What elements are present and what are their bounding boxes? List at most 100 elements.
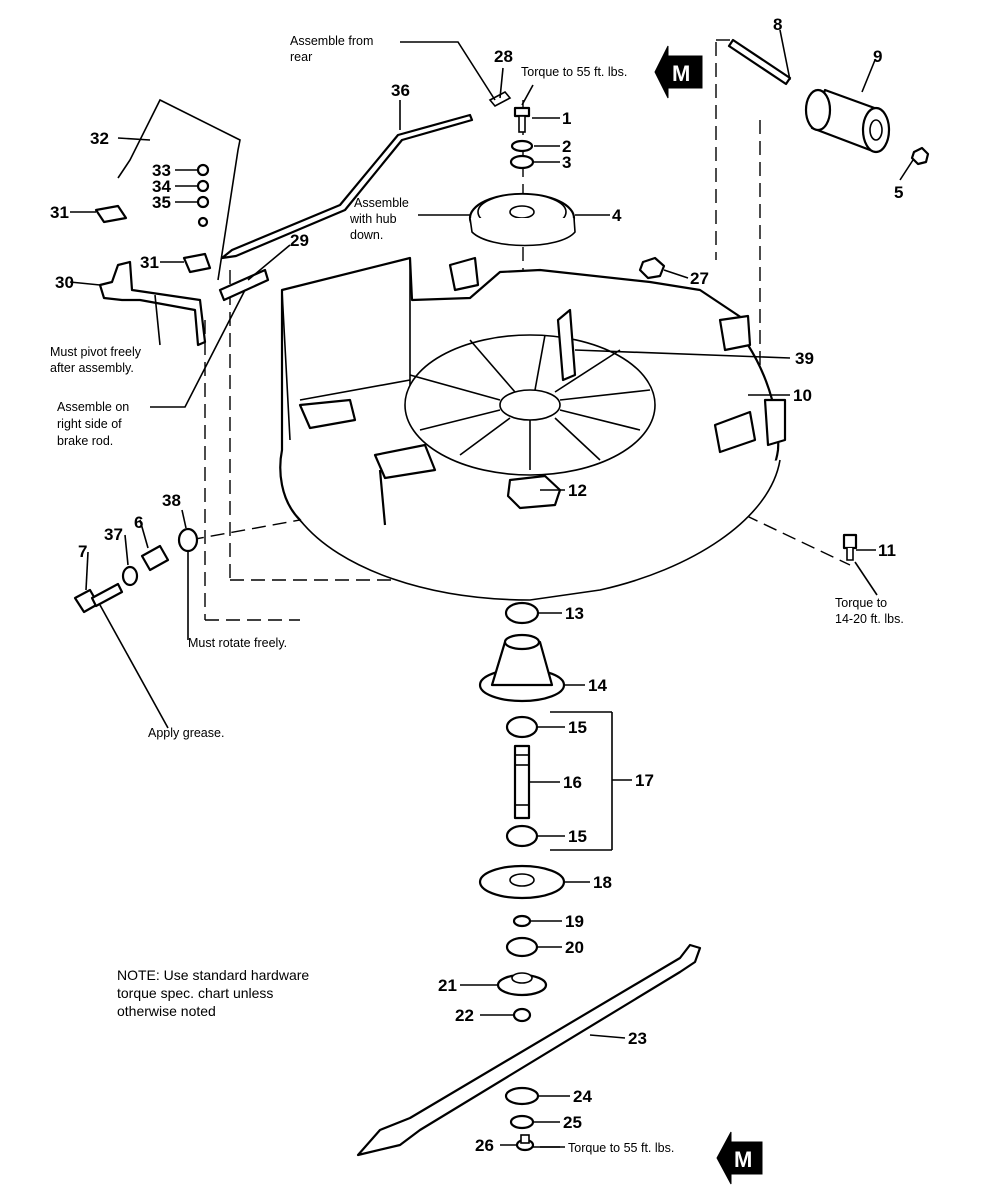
bearing-20 [505,936,539,958]
part-numbers: 1 2 3 4 5 6 7 8 9 10 11 12 13 14 15 15 1… [50,15,903,1155]
bushing-38 [177,527,199,553]
annotations: Assemble from rear Torque to 55 ft. lbs.… [50,34,904,1155]
shaft-16 [513,744,531,820]
part-label-37: 37 [104,525,123,544]
part-label-16: 16 [563,773,582,792]
bolt-26 [515,1134,535,1152]
bearing-13 [504,601,540,625]
bearing-15a [505,715,539,739]
pulley-4 [468,192,576,247]
part-label-6: 6 [134,513,143,532]
nut-27 [638,256,666,280]
part-label-39: 39 [795,349,814,368]
part-label-33: 33 [152,161,171,180]
part-label-4: 4 [612,206,622,225]
note-hardware-3: otherwise noted [117,1003,216,1019]
rod-36 [220,113,474,260]
part-label-18: 18 [593,873,612,892]
note-right-side-1: Assemble on [57,400,129,414]
part-label-27: 27 [690,269,709,288]
part-label-5: 5 [894,183,903,202]
note-pivot-1: Must pivot freely [50,345,142,359]
note-right-side-2: right side of [57,417,122,431]
bearing-15b [505,824,539,848]
part-label-31a: 31 [50,203,69,222]
part-label-34: 34 [152,177,171,196]
nut-5 [910,146,930,166]
marker-m-top-label: M [672,61,690,86]
part-label-17: 17 [635,771,654,790]
clamp-31a [94,204,128,224]
clamp-31b [182,252,212,274]
part-label-29: 29 [290,231,309,250]
part-label-35: 35 [152,193,171,212]
part-label-14: 14 [588,676,607,695]
part-label-26: 26 [475,1136,494,1155]
part-label-32: 32 [90,129,109,148]
part-label-8: 8 [773,15,782,34]
blade-23 [356,943,702,1157]
marker-m-top: M [654,45,703,99]
washer-19 [512,914,532,928]
washer-34 [196,179,210,193]
part-label-38: 38 [162,491,181,510]
nut-22 [512,1007,532,1023]
part-label-30: 30 [55,273,74,292]
part-label-36: 36 [391,81,410,100]
part-label-23: 23 [628,1029,647,1048]
part-label-22: 22 [455,1006,474,1025]
part-label-28: 28 [494,47,513,66]
part-label-2: 2 [562,137,571,156]
note-pivot-2: after assembly. [50,361,134,375]
note-assemble-rear-1: Assemble from [290,34,373,48]
spacer-35b [197,216,209,228]
part-label-20: 20 [565,938,584,957]
note-assemble-rear-2: rear [290,50,312,64]
part-label-13: 13 [565,604,584,623]
part-label-15a: 15 [568,718,587,737]
note-hub-2: with hub [349,212,397,226]
part-label-15b: 15 [568,827,587,846]
washer-37 [121,565,139,587]
part-label-10: 10 [793,386,812,405]
leader-lines [69,29,914,1148]
plate-18 [478,864,566,900]
spring-29 [218,268,270,302]
plate-24 [504,1086,540,1106]
brake-rod-30 [98,260,207,347]
part-label-19: 19 [565,912,584,931]
pin-8 [727,38,792,86]
roller-9 [804,88,891,154]
housing-14 [478,633,566,703]
part-label-7: 7 [78,542,87,561]
washer-3 [509,154,535,170]
note-hardware-2: torque spec. chart unless [117,985,273,1001]
nut-33 [196,163,210,177]
note-grease: Apply grease. [148,726,224,740]
part-label-25: 25 [563,1113,582,1132]
note-hardware-1: NOTE: Use standard hardware [117,967,309,983]
note-hub-3: down. [350,228,383,242]
rod-32 [117,98,241,281]
part-label-3: 3 [562,153,571,172]
note-torque-11-2: 14-20 ft. lbs. [835,612,904,626]
part-label-21: 21 [438,976,457,995]
part-label-24: 24 [573,1087,592,1106]
washer-35 [196,195,210,209]
note-rotate: Must rotate freely. [188,636,287,650]
washer-2 [510,139,534,153]
part-label-9: 9 [873,47,882,66]
spacer-6 [140,544,170,572]
part-label-1: 1 [562,109,571,128]
marker-m-bottom: M [716,1131,763,1185]
note-torque-11-1: Torque to [835,596,887,610]
part-label-12: 12 [568,481,587,500]
note-right-side-3: brake rod. [57,434,113,448]
adapter-21 [496,972,548,997]
note-hub-1: Assemble [354,196,409,210]
mower-deck-housing [279,256,787,601]
part-label-11: 11 [878,541,896,560]
bracket-12 [506,474,562,510]
note-torque-top: Torque to 55 ft. lbs. [521,65,627,79]
